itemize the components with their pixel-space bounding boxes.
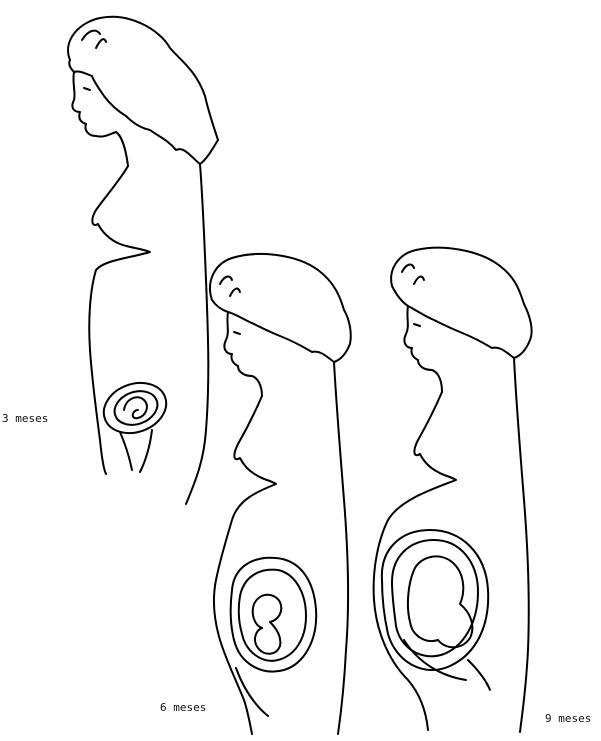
face-9-months — [404, 306, 442, 392]
face-3-months — [72, 72, 128, 166]
hair-6-months — [210, 254, 351, 362]
womb-3-months — [97, 375, 174, 442]
fetus-3-months — [124, 397, 147, 418]
body-front-3-months — [89, 166, 150, 474]
figure-3-months — [68, 17, 218, 504]
stage-label-9-months: 9 meses — [545, 712, 591, 725]
fetus-6-months — [253, 595, 282, 654]
figure-9-months — [374, 248, 532, 732]
stage-label-6-months: 6 meses — [160, 701, 206, 714]
fetus-9-months — [408, 556, 472, 647]
womb-9-months — [382, 530, 488, 670]
womb-6-months — [231, 558, 317, 672]
stage-label-3-months: 3 meses — [2, 412, 48, 425]
body-front-9-months — [374, 392, 456, 730]
figure-6-months — [210, 254, 351, 734]
